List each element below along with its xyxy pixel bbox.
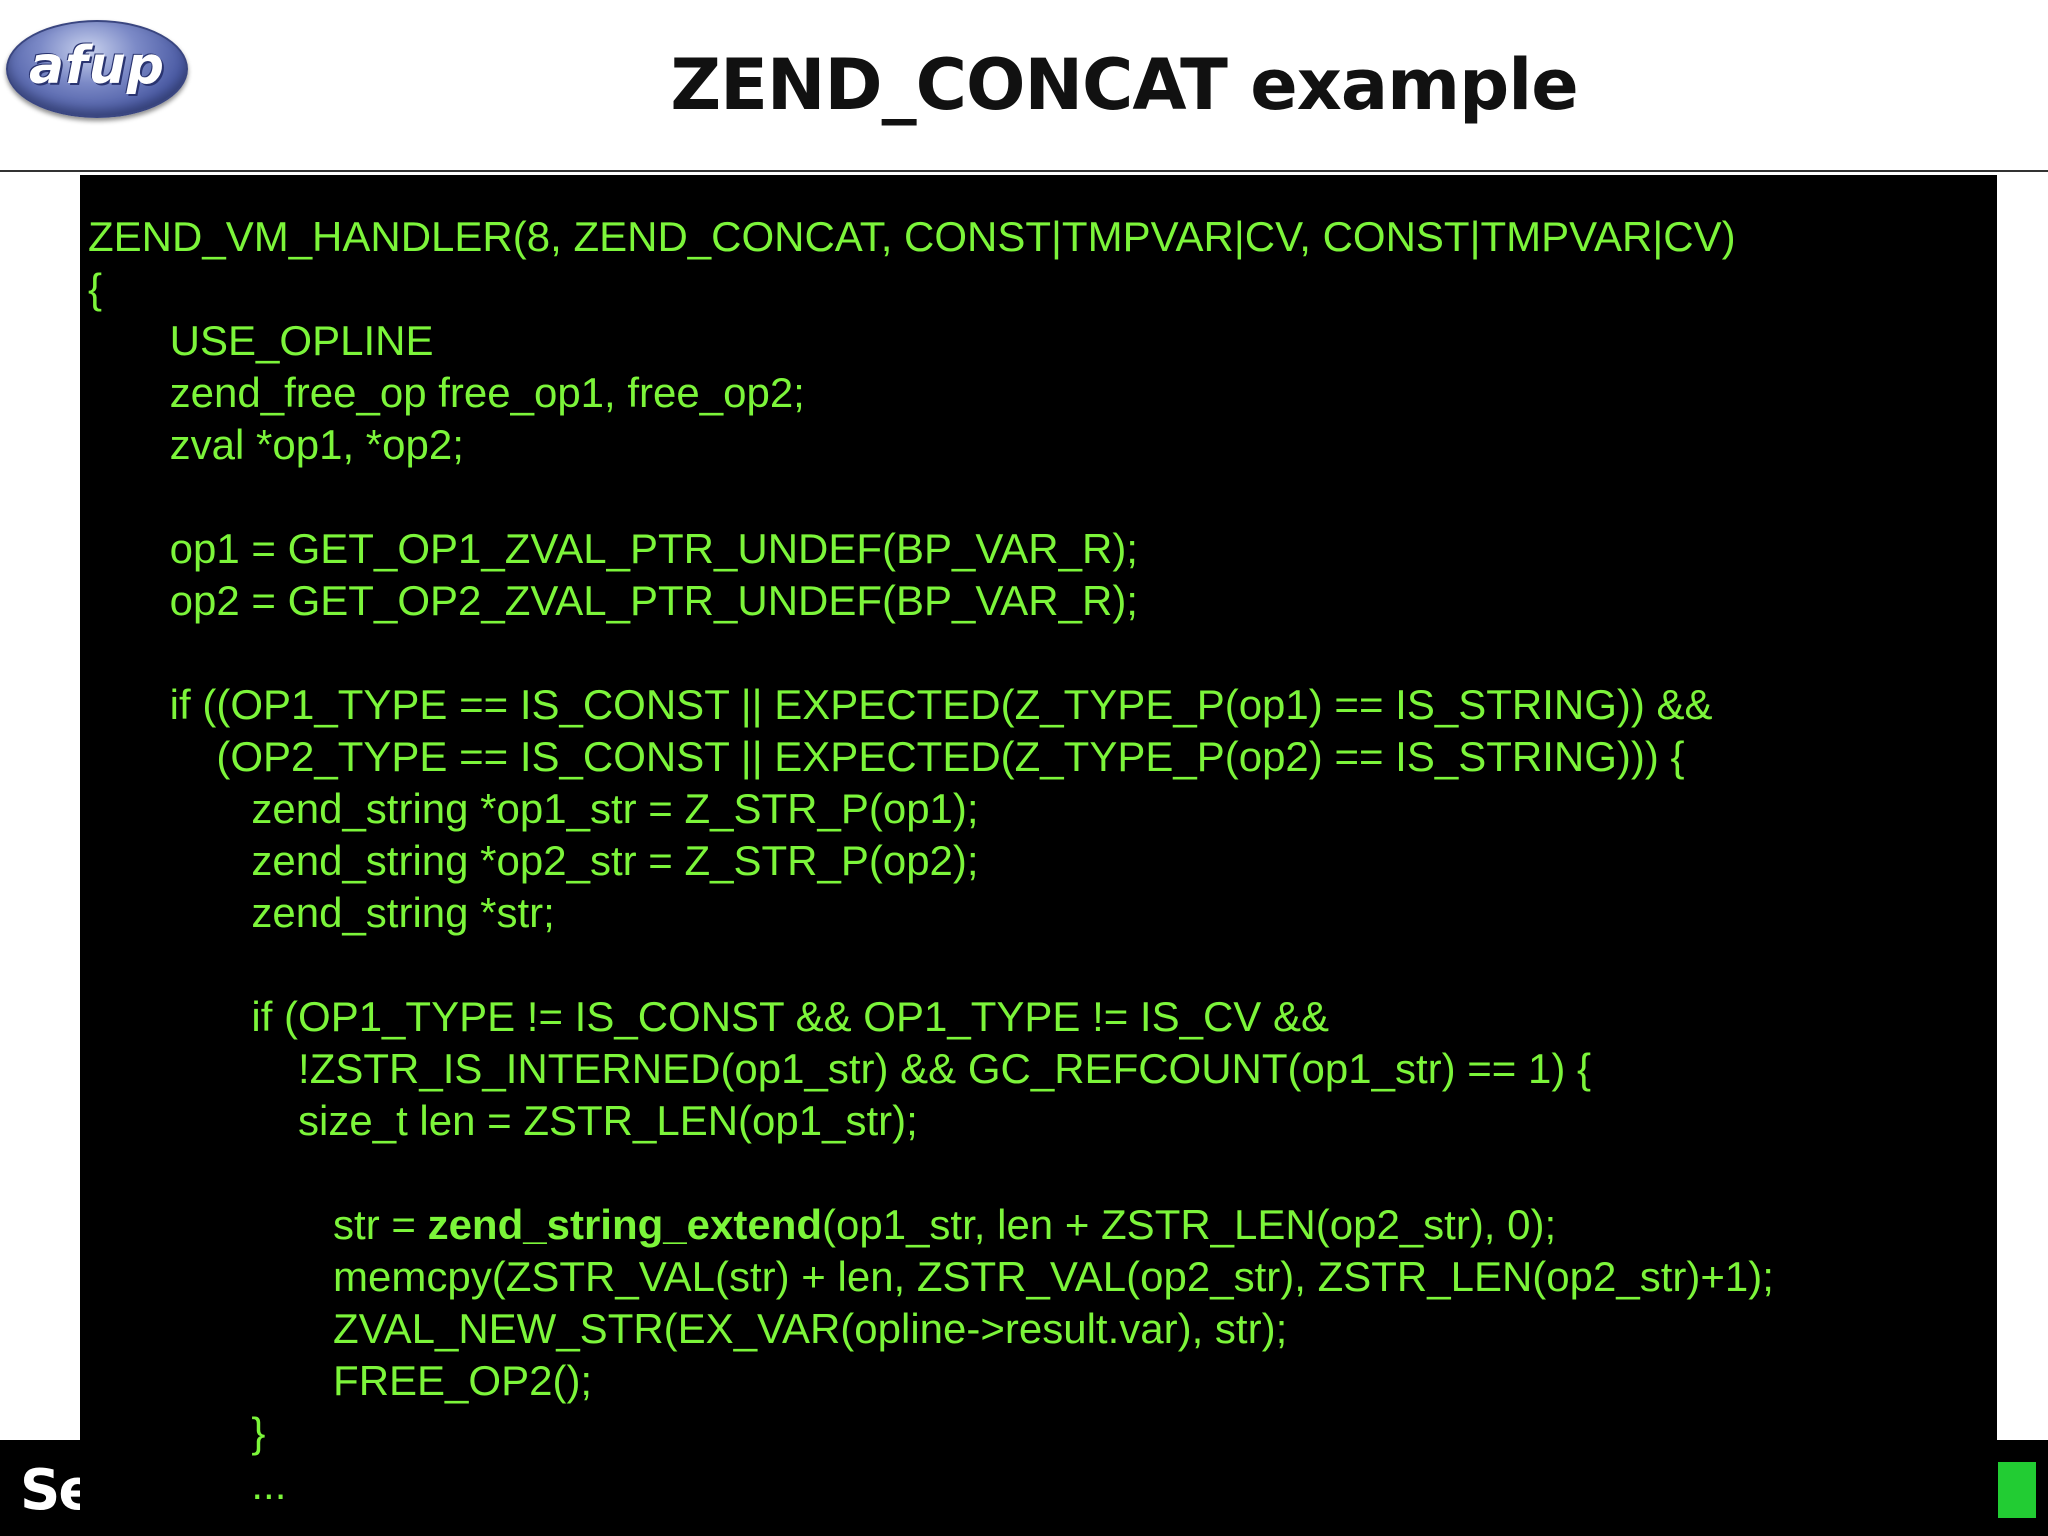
code-line [88, 939, 1774, 991]
code-text: str = [88, 1201, 428, 1248]
code-line [88, 627, 1774, 679]
code-line: zend_free_op free_op1, free_op2; [88, 367, 1774, 419]
code-text: size_t len = ZSTR_LEN(op1_str); [88, 1097, 918, 1144]
slide-progress-marker [1998, 1462, 2036, 1518]
code-line: !ZSTR_IS_INTERNED(op1_str) && GC_REFCOUN… [88, 1043, 1774, 1095]
code-text: ZVAL_NEW_STR(EX_VAR(opline->result.var),… [88, 1305, 1288, 1352]
code-line: op1 = GET_OP1_ZVAL_PTR_UNDEF(BP_VAR_R); [88, 523, 1774, 575]
code-text: ... [88, 1461, 287, 1508]
code-panel: ZEND_VM_HANDLER(8, ZEND_CONCAT, CONST|TM… [80, 175, 1997, 1536]
code-text: op1 = GET_OP1_ZVAL_PTR_UNDEF(BP_VAR_R); [88, 525, 1138, 572]
code-line: str = zend_string_extend(op1_str, len + … [88, 1199, 1774, 1251]
logo-text: afup [29, 36, 165, 96]
code-line: zval *op1, *op2; [88, 419, 1774, 471]
code-text: zval *op1, *op2; [88, 421, 464, 468]
code-line: } [88, 1407, 1774, 1459]
code-line: ZEND_VM_HANDLER(8, ZEND_CONCAT, CONST|TM… [88, 211, 1774, 263]
code-text: FREE_OP2(); [88, 1357, 593, 1404]
code-highlight: zend_string_extend [427, 1201, 823, 1248]
code-text: zend_free_op free_op1, free_op2; [88, 369, 805, 416]
code-line: ... [88, 1459, 1774, 1511]
code-line: ZVAL_NEW_STR(EX_VAR(opline->result.var),… [88, 1303, 1774, 1355]
code-text: memcpy(ZSTR_VAL(str) + len, ZSTR_VAL(op2… [88, 1253, 1774, 1300]
code-line: { [88, 263, 1774, 315]
code-block: ZEND_VM_HANDLER(8, ZEND_CONCAT, CONST|TM… [88, 211, 1774, 1511]
code-text: ZEND_VM_HANDLER(8, ZEND_CONCAT, CONST|TM… [88, 213, 1736, 260]
code-line: memcpy(ZSTR_VAL(str) + len, ZSTR_VAL(op2… [88, 1251, 1774, 1303]
afup-logo: afup [6, 20, 188, 118]
code-line: FREE_OP2(); [88, 1355, 1774, 1407]
title-divider [0, 170, 2048, 172]
code-line: size_t len = ZSTR_LEN(op1_str); [88, 1095, 1774, 1147]
code-line: zend_string *op2_str = Z_STR_P(op2); [88, 835, 1774, 887]
code-line: (OP2_TYPE == IS_CONST || EXPECTED(Z_TYPE… [88, 731, 1774, 783]
code-text: zend_string *str; [88, 889, 555, 936]
code-text: zend_string *op2_str = Z_STR_P(op2); [88, 837, 979, 884]
code-text: if (OP1_TYPE != IS_CONST && OP1_TYPE != … [88, 993, 1330, 1040]
code-text: zend_string *op1_str = Z_STR_P(op1); [88, 785, 979, 832]
code-text: if ((OP1_TYPE == IS_CONST || EXPECTED(Z_… [88, 681, 1713, 728]
code-line: zend_string *str; [88, 887, 1774, 939]
code-line [88, 471, 1774, 523]
code-text: USE_OPLINE [88, 317, 434, 364]
code-line: op2 = GET_OP2_ZVAL_PTR_UNDEF(BP_VAR_R); [88, 575, 1774, 627]
code-text: } [88, 1409, 266, 1456]
code-line: USE_OPLINE [88, 315, 1774, 367]
code-line: zend_string *op1_str = Z_STR_P(op1); [88, 783, 1774, 835]
slide-title: ZEND_CONCAT example [670, 44, 1578, 126]
code-text: { [88, 265, 103, 312]
code-text: (OP2_TYPE == IS_CONST || EXPECTED(Z_TYPE… [88, 733, 1685, 780]
code-text: op2 = GET_OP2_ZVAL_PTR_UNDEF(BP_VAR_R); [88, 577, 1138, 624]
code-line: if ((OP1_TYPE == IS_CONST || EXPECTED(Z_… [88, 679, 1774, 731]
code-line: if (OP1_TYPE != IS_CONST && OP1_TYPE != … [88, 991, 1774, 1043]
code-line [88, 1147, 1774, 1199]
code-text: (op1_str, len + ZSTR_LEN(op2_str), 0); [822, 1201, 1557, 1248]
code-text: !ZSTR_IS_INTERNED(op1_str) && GC_REFCOUN… [88, 1045, 1592, 1092]
